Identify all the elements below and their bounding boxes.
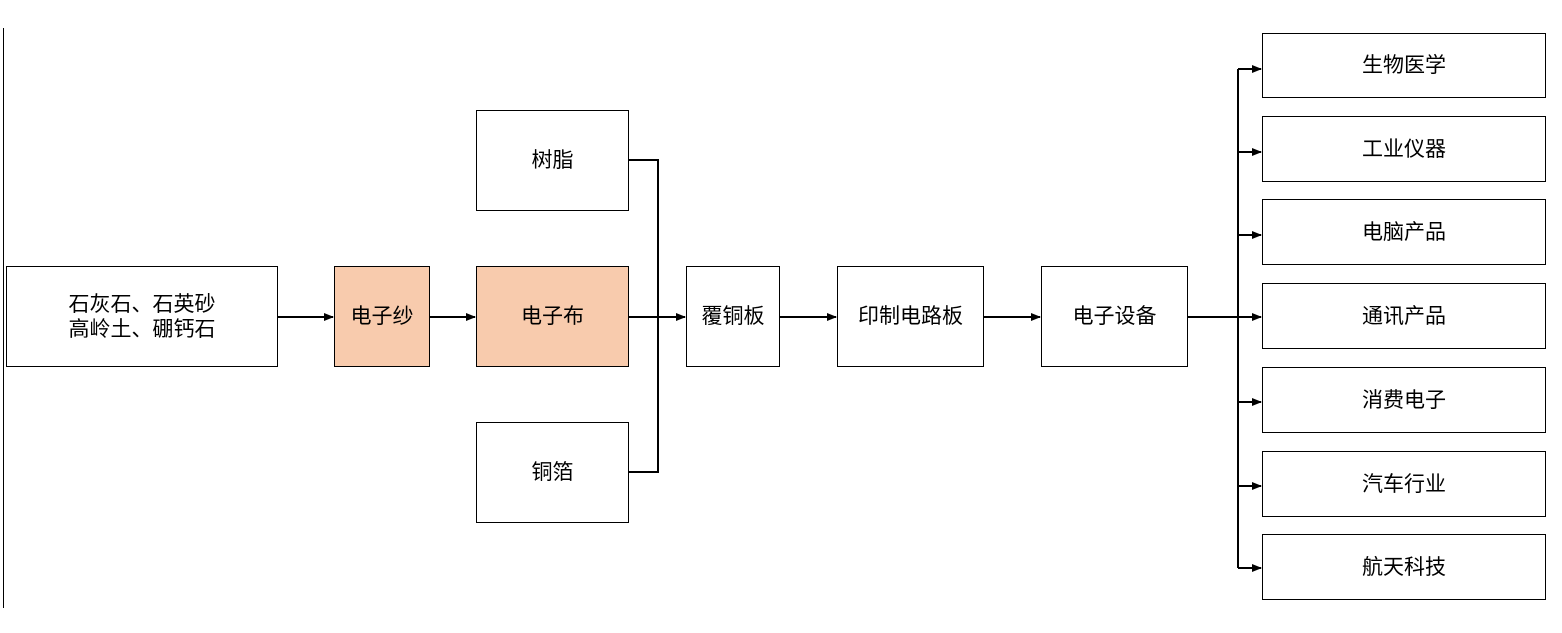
node-app-aerospace: 航天科技 (1262, 534, 1546, 600)
node-electronic-equipment: 电子设备 (1041, 266, 1188, 367)
electronic-cloth-label: 电子布 (521, 304, 584, 329)
node-copper-clad-laminate: 覆铜板 (686, 266, 780, 367)
raw-materials-line-2: 高岭土、硼钙石 (68, 316, 216, 341)
node-app-computer-products: 电脑产品 (1262, 199, 1546, 265)
node-app-industrial-instruments: 工业仪器 (1262, 116, 1546, 182)
app-label: 消费电子 (1362, 387, 1446, 412)
left-margin-rule (3, 28, 4, 608)
node-app-biomedical: 生物医学 (1262, 33, 1546, 98)
raw-materials-line-1: 石灰石、石英砂 (68, 292, 216, 317)
pcb-label: 印制电路板 (858, 304, 963, 329)
node-raw-materials: 石灰石、石英砂 高岭土、硼钙石 (6, 266, 278, 367)
ccl-label: 覆铜板 (701, 304, 765, 329)
copper-foil-label: 铜箔 (531, 460, 574, 485)
app-label: 生物医学 (1362, 53, 1446, 78)
app-label: 通讯产品 (1362, 303, 1446, 328)
node-app-consumer-electronics: 消费电子 (1262, 367, 1546, 433)
node-electronic-yarn: 电子纱 (334, 266, 430, 367)
node-electronic-cloth: 电子布 (476, 266, 629, 367)
electronic-yarn-label: 电子纱 (350, 304, 414, 329)
node-app-communication-products: 通讯产品 (1262, 283, 1546, 349)
node-app-automotive: 汽车行业 (1262, 451, 1546, 517)
node-pcb: 印制电路板 (837, 266, 984, 367)
app-label: 汽车行业 (1362, 471, 1446, 496)
electronic-equipment-label: 电子设备 (1072, 304, 1157, 329)
resin-label: 树脂 (531, 148, 574, 173)
app-label: 电脑产品 (1362, 219, 1446, 244)
node-resin: 树脂 (476, 110, 629, 211)
app-label: 工业仪器 (1362, 136, 1446, 161)
node-copper-foil: 铜箔 (476, 422, 629, 523)
app-label: 航天科技 (1362, 554, 1446, 579)
